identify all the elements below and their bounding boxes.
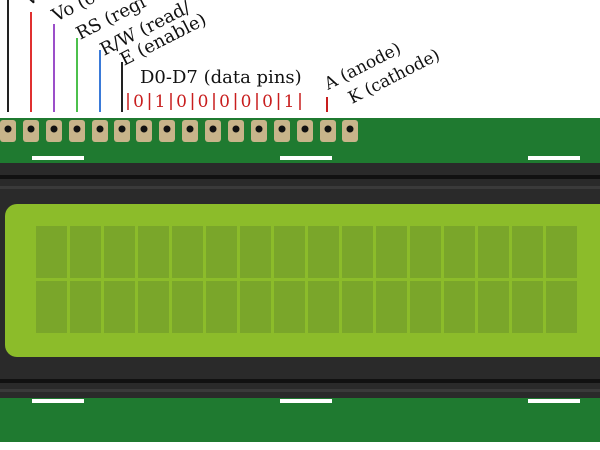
silkscreen-mark [280,399,332,403]
character-cell [240,281,271,333]
character-cell [138,281,169,333]
pin-hole [324,125,332,133]
character-cell [478,226,509,278]
data-bit: 1 [155,92,166,112]
character-grid [36,226,577,333]
character-cell [512,281,543,333]
pin-label-v: V [20,0,43,11]
silkscreen-mark [32,156,84,160]
character-cell [376,226,407,278]
bezel-stripe-bottom [0,389,600,392]
data-pins-label: D0-D7 (data pins) [140,67,302,88]
data-bit: 0 [241,92,252,112]
pin-hole [163,125,171,133]
character-cell [444,226,475,278]
character-cell [546,281,577,333]
bezel-stripe-top [0,186,600,189]
character-cell [478,281,509,333]
character-cell [342,281,373,333]
character-cell [172,226,203,278]
data-bit: 0 [219,92,230,112]
pin-hole [346,125,354,133]
character-cell [172,281,203,333]
pin-hole [232,125,240,133]
character-cell [546,226,577,278]
character-cell [512,226,543,278]
data-bit: 0 [133,92,144,112]
pin-hole [140,125,148,133]
character-cell [70,226,101,278]
pin-hole [73,125,81,133]
character-cell [104,281,135,333]
character-cell [240,226,271,278]
character-cell [104,226,135,278]
data-bit: 1 [284,92,295,112]
character-cell [376,281,407,333]
silkscreen-mark [280,156,332,160]
pin-hole [209,125,217,133]
pin-hole [118,125,126,133]
character-cell [410,226,441,278]
character-cell [342,226,373,278]
character-cell [70,281,101,333]
character-cell [36,281,67,333]
silkscreen-mark [528,156,580,160]
pin-labels: V Vo (c RS (regi R/W (read/ E (enable) [20,0,210,70]
pin-hole [255,125,263,133]
bezel-stripe-top [0,175,600,179]
character-cell [444,281,475,333]
character-cell [36,226,67,278]
character-cell [308,281,339,333]
pin-hole [186,125,194,133]
pin-hole [278,125,286,133]
pin-hole [301,125,309,133]
data-bit: 0 [176,92,187,112]
data-bit: 0 [262,92,273,112]
pin-hole [4,125,12,133]
pin-hole [96,125,104,133]
pin-hole [27,125,35,133]
character-cell [138,226,169,278]
character-cell [308,226,339,278]
pin-header [0,120,358,142]
data-bit: 0 [198,92,209,112]
silkscreen-mark [32,399,84,403]
character-cell [274,281,305,333]
character-cell [274,226,305,278]
pin-leads [7,0,123,112]
bezel-stripe-bottom [0,379,600,383]
pin-hole [50,125,58,133]
silkscreen-mark [528,399,580,403]
character-cell [206,226,237,278]
character-cell [206,281,237,333]
character-cell [410,281,441,333]
